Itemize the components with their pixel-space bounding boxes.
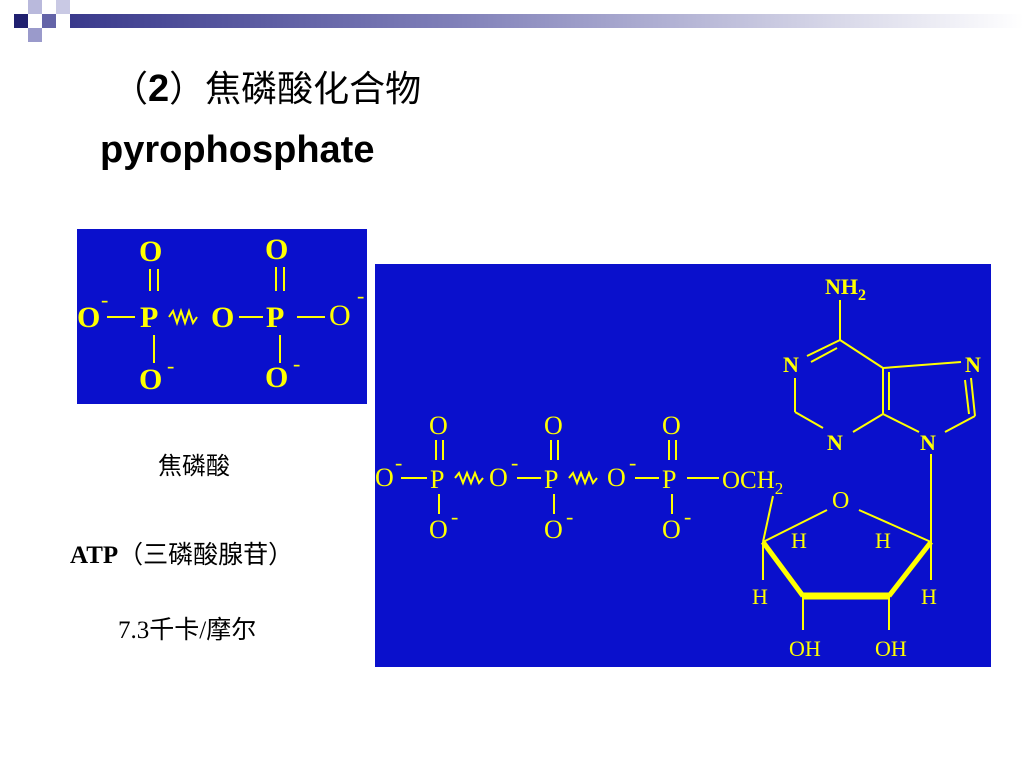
bond: [970, 377, 976, 417]
pyrophosphate-diagram: O O - P O - O O P O - O -: [77, 233, 364, 396]
pyrophosphate-label: 焦磷酸: [158, 452, 230, 480]
charge-minus: -: [511, 450, 518, 475]
header-stripe: [70, 14, 1024, 28]
high-energy-bond: [454, 470, 484, 486]
energy-value: 7.3: [118, 617, 150, 644]
atom-o: O: [662, 411, 681, 440]
atom-n: N: [783, 352, 799, 377]
atom-o: O: [832, 488, 849, 514]
bond: [882, 361, 962, 369]
pyrophosphate-structure: O O - P O - O O P O - O -: [77, 229, 367, 404]
bond-double: [810, 347, 838, 363]
atom-p: P: [662, 465, 676, 494]
energy-unit-2: 摩尔: [206, 615, 257, 644]
charge-minus: -: [451, 504, 458, 529]
atom-o: O: [329, 299, 351, 332]
title-chinese: 焦磷酸化合物: [205, 69, 422, 110]
energy-unit-1: 千卡: [149, 615, 200, 644]
atom-h: H: [921, 584, 937, 609]
atom-h: H: [752, 584, 768, 609]
charge-minus: -: [684, 504, 691, 529]
high-energy-bond: [168, 307, 198, 327]
charge-minus: -: [395, 450, 402, 475]
atom-o: O: [139, 235, 162, 268]
atom-o: O: [77, 301, 100, 334]
bond: [762, 509, 828, 543]
group-oh: OH: [875, 636, 907, 661]
atom-o: O: [265, 233, 288, 266]
atom-p: P: [266, 301, 284, 334]
atom-o: O: [265, 361, 288, 394]
atom-p: P: [140, 301, 158, 334]
bond: [839, 339, 884, 369]
group-nh2: NH2: [825, 274, 866, 304]
group-oh: OH: [789, 636, 821, 661]
title-paren-close: ）: [169, 69, 206, 110]
charge-minus: -: [293, 351, 300, 376]
bond: [882, 413, 920, 433]
title-paren-open: （: [112, 69, 149, 110]
atom-n: N: [965, 352, 981, 377]
bond-bold: [760, 540, 806, 598]
atom-o: O: [544, 515, 563, 544]
title-number: 2: [148, 68, 170, 110]
atp-chinese-name: （三磷酸腺苷）: [118, 540, 294, 569]
atom-n: N: [827, 430, 843, 455]
header-square: [14, 14, 28, 28]
header-decoration: [0, 0, 1024, 44]
atp-diagram: O O - P O - O - O P O - O - O P O -: [375, 274, 981, 661]
atom-o: O: [375, 463, 394, 492]
atom-n: N: [920, 430, 936, 455]
bond: [794, 411, 824, 429]
header-square: [42, 14, 56, 28]
energy-unit-sep: /: [199, 617, 207, 644]
bond: [852, 413, 884, 433]
charge-minus: -: [629, 450, 636, 475]
charge-minus: -: [167, 353, 174, 378]
atp-abbrev: ATP: [70, 542, 119, 569]
atom-o: O: [429, 515, 448, 544]
group-och2: OCH2: [722, 467, 783, 498]
atom-h: H: [875, 528, 891, 553]
atom-o: O: [662, 515, 681, 544]
bond-double: [964, 379, 970, 415]
charge-minus: -: [357, 283, 364, 308]
energy-label: 7.3千卡/摩尔: [118, 610, 256, 646]
bond: [806, 339, 841, 357]
bond-bold: [887, 540, 933, 598]
atom-p: P: [544, 465, 558, 494]
header-square: [28, 28, 42, 42]
header-square: [28, 0, 42, 14]
atom-o: O: [544, 411, 563, 440]
atom-o: O: [489, 463, 508, 492]
atp-label: ATP（三磷酸腺苷）: [70, 535, 293, 571]
bond: [762, 495, 774, 543]
slide-subtitle: pyrophosphate: [100, 129, 375, 171]
atom-o: O: [429, 411, 448, 440]
atom-p: P: [430, 465, 444, 494]
bond: [944, 415, 976, 433]
atp-structure: O O - P O - O - O P O - O - O P O -: [375, 264, 991, 667]
bond: [858, 509, 932, 543]
atom-o: O: [211, 301, 234, 334]
slide-title: （2）焦磷酸化合物: [112, 66, 421, 113]
atom-o: O: [607, 463, 626, 492]
header-square: [56, 0, 70, 14]
charge-minus: -: [566, 504, 573, 529]
high-energy-bond: [568, 470, 598, 486]
atom-o: O: [139, 363, 162, 396]
atom-h: H: [791, 528, 807, 553]
charge-minus: -: [101, 287, 108, 312]
